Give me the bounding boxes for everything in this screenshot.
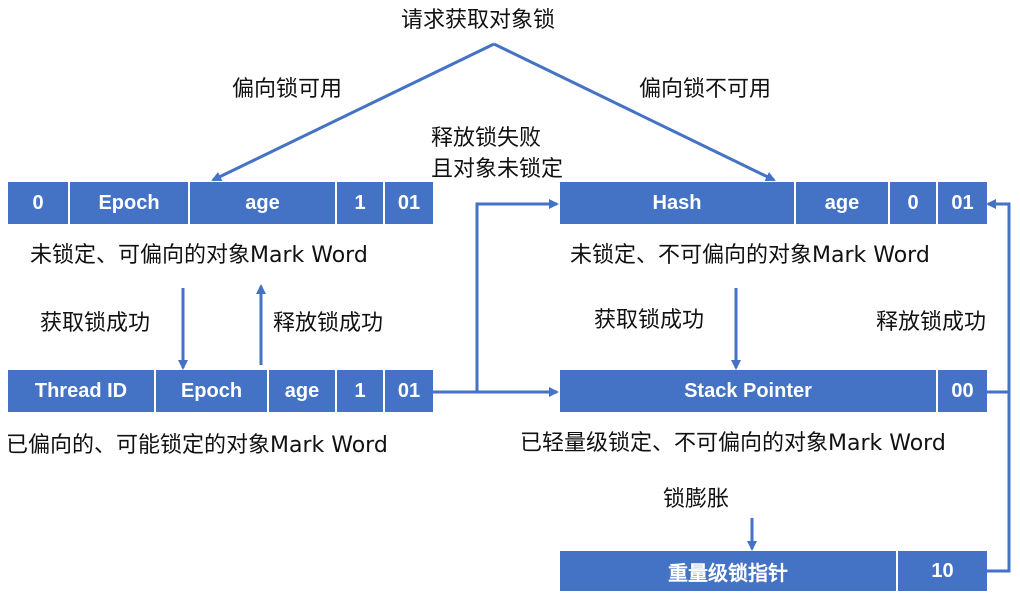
release-fail-label-line1: 释放锁失败	[431, 126, 542, 151]
heavyweight-release-line	[987, 392, 1011, 573]
mark-word-unlocked-biasable: 0 Epoch age 1 01	[8, 182, 433, 224]
mark-word-unlocked-nonbiasable: Hash age 0 01	[560, 182, 987, 224]
cell-age: age	[796, 182, 890, 224]
caption-biased: 已偏向的、可能锁定的对象Mark Word	[6, 433, 388, 458]
cell-age: age	[269, 370, 337, 412]
cell-epoch: Epoch	[156, 370, 269, 412]
cell-epoch: Epoch	[70, 182, 190, 224]
cell-biased-bit: 1	[337, 182, 385, 224]
mark-word-biased: Thread ID Epoch age 1 01	[8, 370, 433, 412]
inflate-label: 锁膨胀	[663, 487, 730, 512]
branch-right-label: 偏向锁不可用	[639, 77, 772, 102]
caption-unlocked-biasable: 未锁定、可偏向的对象Mark Word	[30, 243, 368, 268]
right-release-label: 释放锁成功	[876, 310, 987, 335]
cell-lock-bits: 01	[397, 379, 421, 402]
cell-lock-bits: 00	[951, 379, 974, 402]
branch-left-label: 偏向锁可用	[232, 77, 343, 102]
right-release-arrow	[986, 199, 1011, 394]
cell-monitor-pointer: 重量级锁指针	[560, 551, 898, 591]
title-label: 请求获取对象锁	[401, 8, 556, 33]
cell-age: age	[190, 182, 337, 224]
cell-hash: Hash	[560, 182, 796, 224]
release-fail-label-line2: 且对象未锁定	[431, 157, 564, 182]
cell-biased-bit: 1	[337, 370, 385, 412]
branch-left-arrow	[211, 42, 495, 182]
cell-biased-bit: 0	[890, 182, 938, 224]
branch-right-arrow	[493, 42, 776, 182]
mark-word-lightweight: Stack Pointer 00	[560, 370, 987, 412]
cell-thread-id: Thread ID	[8, 370, 156, 412]
caption-unlocked-nonbiasable: 未锁定、不可偏向的对象Mark Word	[570, 243, 930, 268]
right-acquire-label: 获取锁成功	[594, 308, 705, 333]
caption-lightweight: 已轻量级锁定、不可偏向的对象Mark Word	[520, 431, 946, 456]
cell-lock-bits: 01	[397, 191, 421, 214]
cell-stack-pointer: Stack Pointer	[560, 370, 938, 412]
cell-bias-flag: 0	[8, 182, 70, 224]
left-release-label: 释放锁成功	[273, 311, 384, 336]
left-acquire-label: 获取锁成功	[40, 311, 151, 336]
cell-lock-bits: 10	[931, 559, 954, 582]
release-fail-arrow	[430, 199, 559, 394]
mark-word-heavyweight: 重量级锁指针 10	[560, 551, 987, 591]
cell-lock-bits: 01	[951, 191, 974, 214]
